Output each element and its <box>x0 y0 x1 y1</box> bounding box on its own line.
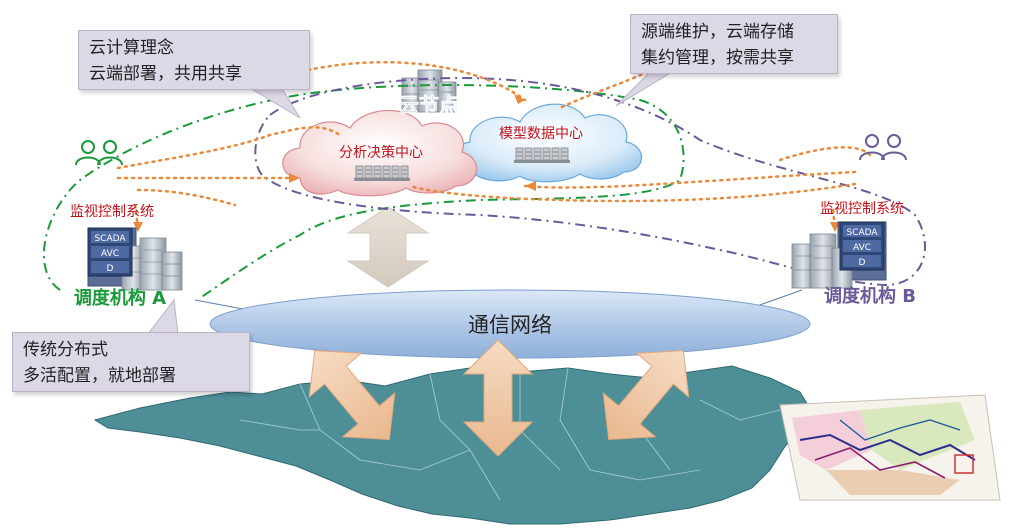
server-unit <box>542 147 551 161</box>
server-unit <box>560 147 569 161</box>
callout-line: 源端维护，云端存储 <box>641 22 794 42</box>
flow-arrow-head <box>289 173 300 183</box>
server-unit <box>382 165 391 179</box>
analysis-label: 分析决策中心 <box>339 144 423 161</box>
server-unit <box>524 147 533 161</box>
grid-map-inset <box>779 394 1001 501</box>
callout-cloud-concept: 云计算理念 云端部署，共用共享 <box>78 30 310 90</box>
model-data-label: 模型数据中心 <box>499 126 583 142</box>
double-arrow-cloud-network <box>346 206 430 288</box>
model-data-cloud <box>453 103 643 183</box>
server-unit <box>355 165 364 179</box>
site-b-boundary <box>254 76 926 287</box>
flow-line <box>778 146 872 162</box>
scada-panel-label: D <box>107 264 114 274</box>
scada-panel-label: SCADA <box>846 228 878 238</box>
scada-panel-label: D <box>859 258 866 268</box>
site-a-boundary <box>43 84 685 299</box>
callout-line: 云计算理念 <box>89 38 174 58</box>
server-unit <box>391 165 400 179</box>
server-unit <box>373 165 382 179</box>
flow-arrow-head <box>525 181 536 191</box>
server-unit <box>400 165 409 179</box>
server-unit <box>551 147 560 161</box>
scada-panel: SCADA AVC D <box>87 227 133 277</box>
server-unit <box>515 147 524 161</box>
scada-panel-label: SCADA <box>94 234 126 244</box>
user-group-icon <box>859 134 907 161</box>
flow-line <box>523 170 857 189</box>
callout-line: 多活配置，就地部署 <box>23 366 176 386</box>
site-a-system-label: 监视控制系统 <box>70 204 154 220</box>
user-group-icon <box>75 140 123 166</box>
double-arrow-center <box>462 339 534 457</box>
scada-panel-label: AVC <box>853 243 871 253</box>
callout-line: 传统分布式 <box>23 340 108 360</box>
flow-line <box>306 61 527 102</box>
cloud-node-label: 云节点 <box>399 93 459 117</box>
callout-traditional: 传统分布式 多活配置，就地部署 <box>12 332 250 392</box>
flow-line <box>136 188 237 207</box>
callout-line: 集约管理，按需共享 <box>641 48 794 68</box>
scada-panel: SCADA AVC D <box>839 221 885 271</box>
flow-arrow-head <box>133 222 143 232</box>
server-rack-icon <box>354 165 410 181</box>
double-arrow-left <box>308 350 396 440</box>
flow-line <box>116 126 342 170</box>
flow-line <box>408 182 857 203</box>
flow-arrow-head <box>514 94 525 104</box>
site-a-org-label: 调度机构 A <box>74 287 166 309</box>
flow-line <box>558 70 650 110</box>
site-b-org-label: 调度机构 B <box>824 285 916 307</box>
server-unit <box>533 147 542 161</box>
double-arrow-right <box>602 350 690 440</box>
callout-line: 云端部署，共用共享 <box>89 64 242 84</box>
network-label: 通信网络 <box>468 313 552 337</box>
site-b-system-label: 监视控制系统 <box>820 201 904 217</box>
callout-source-maintenance: 源端维护，云端存储 集约管理，按需共享 <box>630 14 838 74</box>
server-unit <box>364 165 373 179</box>
scada-panel-label: AVC <box>101 249 119 259</box>
server-rack-icon <box>514 147 570 163</box>
